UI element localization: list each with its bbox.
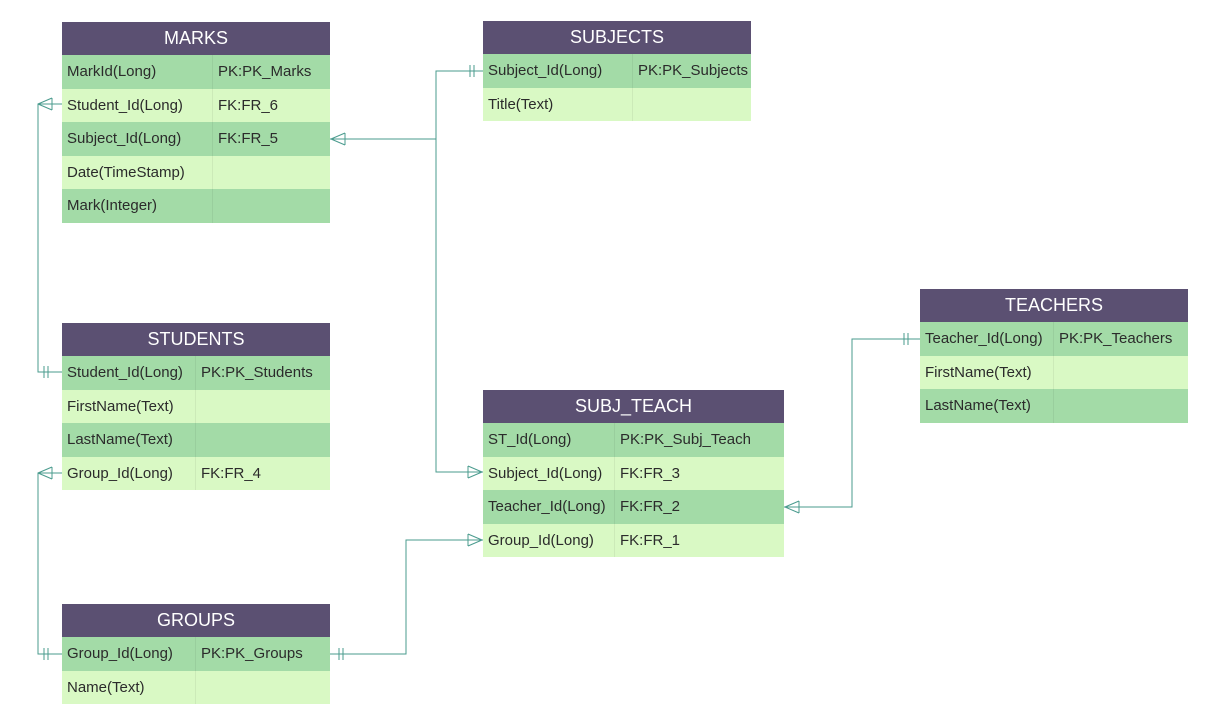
field-name: LastName(Text) — [920, 389, 1054, 423]
field-key: PK:PK_Groups — [201, 645, 303, 662]
field-row[interactable]: Subject_Id(Long) PK:PK_Subjects — [483, 54, 751, 88]
field-name: FirstName(Text) — [920, 355, 1054, 389]
field-name: Teacher_Id(Long) — [483, 490, 615, 524]
rel-students-groups — [37, 472, 62, 655]
one-mark-subjects — [469, 65, 475, 77]
entity-title: GROUPS — [62, 604, 330, 637]
field-row[interactable]: Subject_Id(Long) FK:FR_3 — [483, 456, 784, 490]
field-row[interactable]: Student_Id(Long) FK:FR_6 — [62, 88, 330, 122]
field-row[interactable]: LastName(Text) — [62, 423, 330, 457]
field-name: Teacher_Id(Long) — [920, 322, 1054, 356]
field-row[interactable]: Teacher_Id(Long) PK:PK_Teachers — [920, 322, 1188, 356]
entity-title: SUBJ_TEACH — [483, 390, 784, 423]
entity-subjects[interactable]: SUBJECTS Subject_Id(Long) PK:PK_Subjects… — [483, 21, 751, 121]
rel-marks-students — [37, 103, 62, 373]
entity-subj-teach[interactable]: SUBJ_TEACH ST_Id(Long) PK:PK_Subj_Teach … — [483, 390, 784, 557]
entity-title: TEACHERS — [920, 289, 1188, 322]
field-key: FK:FR_6 — [218, 96, 279, 114]
field-row[interactable]: MarkId(Long) PK:PK_Marks — [62, 55, 330, 89]
field-row[interactable]: Teacher_Id(Long) FK:FR_2 — [483, 490, 784, 524]
field-row[interactable]: Name(Text) — [62, 670, 330, 705]
entity-title: SUBJECTS — [483, 21, 751, 54]
field-row[interactable]: ST_Id(Long) PK:PK_Subj_Teach — [483, 423, 784, 457]
field-name: Subject_Id(Long) — [62, 122, 213, 156]
field-row[interactable]: Group_Id(Long) PK:PK_Groups — [62, 637, 330, 671]
crowfoot-marks-subject — [330, 132, 346, 146]
field-name: Subject_Id(Long) — [483, 54, 633, 88]
field-key — [1054, 356, 1188, 390]
field-key — [196, 423, 330, 457]
field-key: PK:PK_Subjects — [638, 62, 749, 79]
field-key — [1054, 389, 1188, 423]
field-name: Title(Text) — [483, 87, 633, 121]
one-mark-groups-left — [43, 648, 49, 660]
field-row[interactable]: LastName(Text) — [920, 389, 1188, 423]
rel-subjteach-teachers — [784, 338, 920, 508]
entity-teachers[interactable]: TEACHERS Teacher_Id(Long) PK:PK_Teachers… — [920, 289, 1188, 423]
entity-title: MARKS — [62, 22, 330, 55]
rel-subjteach-groups — [330, 539, 483, 655]
field-name: FirstName(Text) — [62, 389, 196, 423]
field-key — [196, 671, 330, 705]
field-key: FK:FR_4 — [201, 464, 262, 482]
entity-groups[interactable]: GROUPS Group_Id(Long) PK:PK_Groups Name(… — [62, 604, 330, 704]
field-row[interactable]: FirstName(Text) — [920, 355, 1188, 390]
crowfoot-students-group — [37, 466, 53, 480]
field-row[interactable]: Date(TimeStamp) — [62, 155, 330, 190]
field-name: Group_Id(Long) — [62, 456, 196, 490]
field-name: Subject_Id(Long) — [483, 456, 615, 490]
field-name: Name(Text) — [62, 670, 196, 704]
field-key: PK:PK_Teachers — [1059, 330, 1173, 347]
field-key: PK:PK_Subj_Teach — [620, 431, 751, 448]
field-row[interactable]: Student_Id(Long) PK:PK_Students — [62, 356, 330, 390]
field-name: Mark(Integer) — [62, 189, 213, 223]
field-key: PK:PK_Students — [201, 364, 313, 381]
field-row[interactable]: Subject_Id(Long) FK:FR_5 — [62, 122, 330, 156]
field-key — [213, 156, 330, 190]
one-mark-teachers — [903, 333, 909, 345]
crowfoot-marks-student — [37, 97, 53, 111]
field-key: FK:FR_2 — [620, 498, 681, 515]
field-name: Group_Id(Long) — [483, 523, 615, 557]
field-row[interactable]: FirstName(Text) — [62, 389, 330, 424]
field-name: Student_Id(Long) — [62, 356, 196, 390]
field-name: MarkId(Long) — [62, 55, 213, 89]
one-mark-students — [43, 366, 49, 378]
field-key — [633, 88, 751, 122]
field-name: LastName(Text) — [62, 423, 196, 457]
field-name: Group_Id(Long) — [62, 637, 196, 671]
field-key: PK:PK_Marks — [218, 63, 312, 80]
crowfoot-subjteach-teacher — [784, 500, 800, 514]
field-name: Date(TimeStamp) — [62, 155, 213, 189]
field-name: Student_Id(Long) — [62, 88, 213, 122]
crowfoot-subjteach-subject — [467, 465, 483, 479]
entity-students[interactable]: STUDENTS Student_Id(Long) PK:PK_Students… — [62, 323, 330, 490]
field-key: FK:FR_3 — [620, 464, 681, 482]
field-name: ST_Id(Long) — [483, 423, 615, 457]
field-row[interactable]: Group_Id(Long) FK:FR_4 — [62, 456, 330, 490]
field-key — [213, 189, 330, 223]
entity-title: STUDENTS — [62, 323, 330, 356]
crowfoot-subjteach-group — [467, 533, 483, 547]
one-mark-groups-right — [338, 648, 344, 660]
field-key: FK:FR_5 — [218, 130, 279, 147]
field-row[interactable]: Group_Id(Long) FK:FR_1 — [483, 523, 784, 557]
field-key: FK:FR_1 — [620, 531, 681, 549]
rel-marks-subjects — [330, 70, 483, 140]
field-row[interactable]: Title(Text) — [483, 87, 751, 122]
rel-subjteach-subjects — [435, 139, 483, 473]
field-row[interactable]: Mark(Integer) — [62, 189, 330, 223]
entity-marks[interactable]: MARKS MarkId(Long) PK:PK_Marks Student_I… — [62, 22, 330, 223]
field-key — [196, 390, 330, 424]
